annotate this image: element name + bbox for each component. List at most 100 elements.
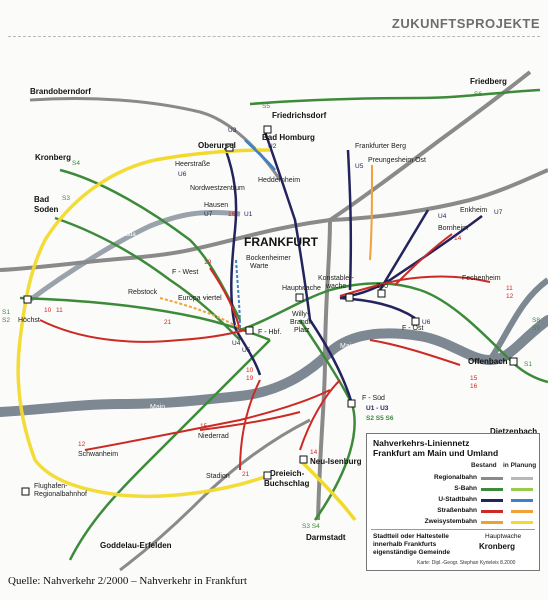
tram-neu-isenburg <box>299 379 341 451</box>
label-fechenheim: Fechenheim <box>462 275 501 282</box>
legend-row-strassenbahn: Straßenbahn <box>371 507 535 516</box>
s-bahn-friedberg <box>249 88 541 106</box>
label-friedberg: Friedberg <box>470 77 507 86</box>
label-offenbach: Offenbach <box>468 357 508 366</box>
regional-line-southwest <box>119 418 311 572</box>
legend-row-zweisystembahn: Zweisystembahn <box>371 518 535 527</box>
river-main <box>0 315 548 417</box>
label-darmstadt: Darmstadt <box>306 533 346 542</box>
code-s4-kronberg: S4 <box>72 160 80 167</box>
label-nordwestzentrum: Nordwestzentrum <box>190 185 245 192</box>
code-t11: 11 <box>56 307 63 314</box>
planned-line-bockenheim <box>235 259 241 331</box>
legend-row-label: Straßenbahn <box>437 507 477 514</box>
u-bahn-oberursel <box>223 147 238 331</box>
legend-separator <box>371 529 535 530</box>
map-legend: Nahverkehrs-Liniennetz Frankfurt am Main… <box>366 433 540 571</box>
code-s6: S6 <box>474 91 482 98</box>
label-flughafen-1: Flughafen- <box>34 483 68 490</box>
code-t15-off: 15 <box>470 375 478 382</box>
code-u2: U2 <box>268 143 277 150</box>
code-t14-bornheim: 14 <box>454 235 462 242</box>
legend-example-small: Hauptwache <box>485 533 522 540</box>
line-codes: S5 U2 U3 S6 S4 S3 U6 U5 U7 U1 16 U4 14 U… <box>2 91 540 530</box>
label-flughafen-2: Regionalbahnhof <box>34 491 87 498</box>
tram-schwanheim <box>84 389 331 451</box>
source-caption: Quelle: Nahverkehr 2/2000 – Nahverkehr i… <box>8 575 247 587</box>
code-t14-neu: 14 <box>310 449 318 456</box>
label-bockenheimer-2: Warte <box>250 263 269 270</box>
label-heddernheim: Heddernheim <box>258 177 300 184</box>
stations <box>21 125 518 496</box>
regional-line-northeast <box>328 70 532 222</box>
page-header: ZUKUNFTSPROJEKTE <box>0 0 548 40</box>
code-s9: S9 <box>532 325 540 332</box>
label-dietzenbach: Dietzenbach <box>490 427 537 436</box>
planned-u-bahn-homburg <box>244 139 276 171</box>
legend-swatch-existing <box>481 488 503 491</box>
s-bahn-tunnel <box>239 282 421 332</box>
transit-map: Main Main Nidda Brandoberndorf Friedberg… <box>0 70 548 572</box>
code-u6-ost: U6 <box>422 319 431 326</box>
label-bockenheimer-1: Bockenheimer <box>246 255 291 262</box>
label-konstablerwache-2: wache <box>325 283 346 290</box>
river-label-main: Main <box>150 404 165 411</box>
legend-example-large: Kronberg <box>479 542 515 551</box>
label-dreieich-1: Dreieich- <box>270 469 305 478</box>
s-bahn-soden <box>54 216 241 341</box>
code-t19: 19 <box>204 259 212 266</box>
legend-swatch-existing <box>481 521 503 524</box>
label-bad-homburg: Bad Homburg <box>262 133 315 142</box>
s-bahn-offenbach <box>419 288 548 384</box>
code-t21-stadion: 21 <box>242 471 250 478</box>
code-t16: 16 <box>228 211 236 218</box>
code-u3: U3 <box>228 127 237 134</box>
label-hauptwache: Hauptwache <box>282 285 321 292</box>
station-neu-isenburg <box>299 455 308 464</box>
code-s2-left: S2 <box>2 317 10 324</box>
legend-swatch-existing <box>481 510 503 513</box>
legend-row-s-bahn: S-Bahn <box>371 485 535 494</box>
code-t21: 21 <box>164 319 172 326</box>
code-s-sued: S2 S5 S6 <box>366 415 394 422</box>
legend-title-2: Frankfurt am Main und Umland <box>373 448 499 458</box>
river-label-nidda: Nidda <box>120 232 136 238</box>
label-heerstrasse: Heerstraße <box>175 161 210 168</box>
label-friedrichsdorf: Friedrichsdorf <box>272 111 327 120</box>
label-hoechst: Höchst <box>18 317 40 324</box>
legend-station-text-2: innerhalb Frankfurts <box>373 541 437 548</box>
tram-hoechst <box>39 319 246 343</box>
code-s3-soden: S3 <box>62 195 70 202</box>
label-dreieich-2: Buchschlag <box>264 479 309 488</box>
code-t15-nied: 15 <box>200 423 208 430</box>
label-frankfurter-berg: Frankfurter Berg <box>355 143 406 150</box>
label-europaviertel-2: viertel <box>203 295 222 302</box>
label-niederrad: Niederrad <box>198 433 229 440</box>
label-kronberg: Kronberg <box>35 153 71 162</box>
planned-line-south <box>298 458 357 522</box>
legend-col-planned: in Planung <box>503 462 537 469</box>
station-offenbach <box>509 357 518 366</box>
code-u5-hbf: U5 <box>242 347 251 354</box>
code-u7-enkheim: U7 <box>494 209 503 216</box>
legend-swatch-planned <box>511 477 533 480</box>
tram-niederrad <box>199 411 301 431</box>
code-u1-u3: U1 - U3 <box>366 405 389 412</box>
code-t11-ost: 11 <box>506 285 513 292</box>
legend-swatch-planned <box>511 499 533 502</box>
legend-swatch-existing <box>481 477 503 480</box>
code-u1: U1 <box>244 211 253 218</box>
station-oberursel <box>225 143 234 152</box>
u-bahn-preungesheim <box>346 149 353 291</box>
station-f-hbf <box>245 326 254 335</box>
label-brandoberndorf: Brandoberndorf <box>30 87 91 96</box>
station-konstablerwache <box>345 293 354 302</box>
regional-line-west <box>0 218 331 272</box>
legend-station-text-1: Stadtteil oder Haltestelle <box>373 533 449 540</box>
legend-row-label: Regionalbahn <box>434 474 477 481</box>
code-t10-hbf: 10 <box>246 367 254 374</box>
code-s3-s4: S3 S4 <box>302 523 320 530</box>
label-schwanheim: Schwanheim <box>78 451 118 458</box>
code-s8: S8 <box>532 317 540 324</box>
river-label-main-2: Main <box>340 343 355 350</box>
